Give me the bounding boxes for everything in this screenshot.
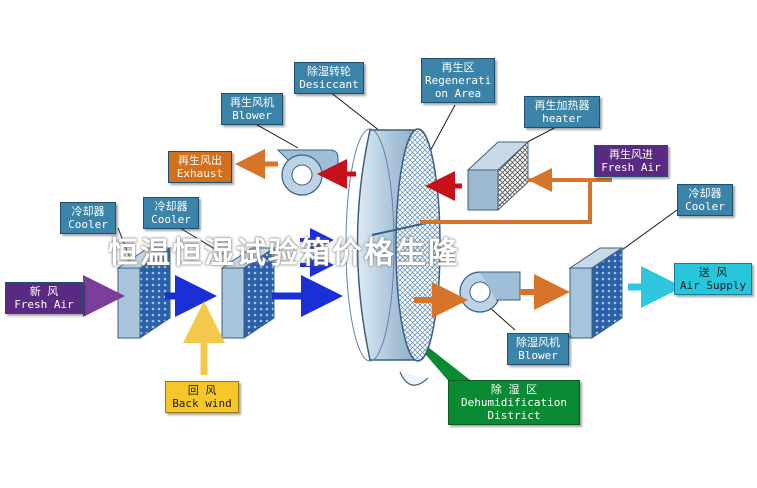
cooler-coil-icon bbox=[568, 247, 624, 339]
overlay-caption: 恒温恒湿试验箱价格生隆 bbox=[108, 236, 460, 271]
cooler-coil-icon bbox=[220, 247, 276, 339]
heater-coil-icon bbox=[466, 140, 530, 212]
regeneration-blower-icon bbox=[276, 149, 339, 196]
airflow-arrows bbox=[83, 149, 683, 375]
dehumidification-blower-icon bbox=[459, 271, 521, 313]
cooler-coil-icon bbox=[116, 247, 172, 339]
